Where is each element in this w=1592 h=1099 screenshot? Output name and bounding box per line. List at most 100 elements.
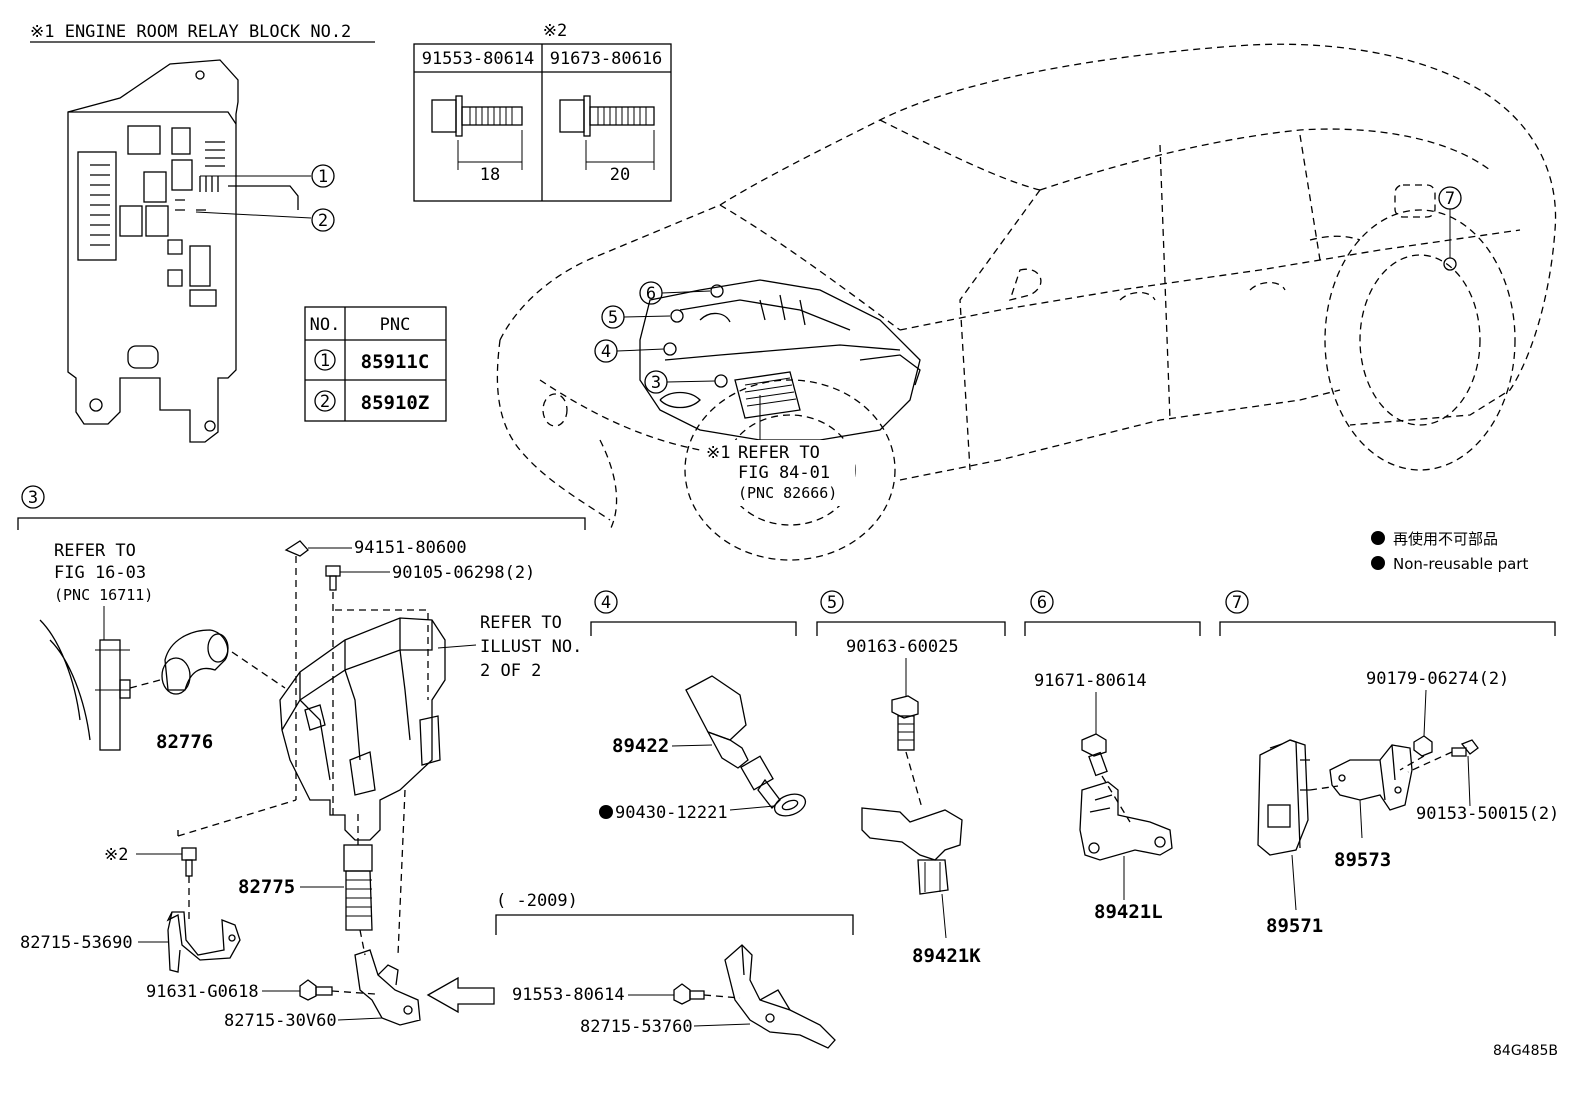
part-90105: 90105-06298(2) <box>392 563 535 583</box>
callout-2-leader <box>195 211 312 219</box>
bolt-length-18: 18 <box>480 165 500 185</box>
bracket-82715-53760-drawing <box>724 944 836 1049</box>
part-89421l: 89421L <box>1094 901 1163 923</box>
bolt-mark-2 <box>136 847 197 920</box>
svg-text:5: 5 <box>608 308 618 328</box>
svg-text:3: 3 <box>651 373 661 393</box>
bolt-90105 <box>325 565 390 591</box>
legend-dot-2 <box>1371 556 1385 570</box>
nut-90179 <box>1399 735 1433 771</box>
part-90153: 90153-50015(2) <box>1416 804 1559 824</box>
section-7: 7 90179-06274(2) 90153-50015(2) 89573 <box>1219 590 1559 937</box>
part-94151: 94151-80600 <box>354 538 467 558</box>
bolt-91671 <box>1081 733 1131 823</box>
svg-text:6: 6 <box>646 284 656 304</box>
sensor-89421l-drawing <box>1079 781 1173 861</box>
section-5-callout: 5 <box>827 593 837 613</box>
callout-1: 1 <box>311 164 335 188</box>
section-4: 4 89422 90430-12221 <box>590 590 807 823</box>
part-89422: 89422 <box>612 735 669 757</box>
bolt-20-drawing <box>559 95 655 170</box>
nut-94151 <box>284 540 352 557</box>
s3-refer-left-3: (PNC 16711) <box>54 586 153 604</box>
legend-item-en: Non-reusable part <box>1393 555 1528 573</box>
ecu-89571-drawing <box>1257 739 1339 856</box>
relay-block-housing <box>279 609 446 841</box>
bolt-length-20: 20 <box>610 165 630 185</box>
bolt-18-drawing <box>431 95 523 170</box>
section-3-callout: 3 <box>28 488 38 508</box>
relay-block-title: ※1 ENGINE ROOM RELAY BLOCK NO.2 <box>30 22 351 42</box>
mark-2-bolt: ※2 <box>104 845 128 865</box>
section-3-bracket <box>17 517 586 530</box>
car-callout-4: 4 <box>594 339 677 363</box>
bolt-91631 <box>262 979 376 1001</box>
pnc-table: NO. PNC 1 85911C 2 85910Z <box>304 306 447 422</box>
range-bracket <box>495 914 854 935</box>
car-callout-7: 7 <box>1438 186 1462 271</box>
bolt-table-part-1: 91553-80614 <box>422 49 535 69</box>
figure-code: 84G485B <box>1493 1043 1558 1059</box>
section-7-callout: 7 <box>1232 593 1242 613</box>
car-callout-5: 5 <box>601 305 684 329</box>
legend-item-jp: 再使用不可部品 <box>1393 530 1498 548</box>
s3-refer-right-1: REFER TO <box>480 613 562 633</box>
car-drawing: 6 5 4 3 7 ※1 RE <box>496 43 1557 561</box>
bracket-82715-53690-drawing <box>166 911 241 973</box>
bracket-89573-drawing <box>1329 744 1413 811</box>
car-callout-3: 3 <box>644 370 728 394</box>
pnc-row-2-pnc: 85910Z <box>361 392 430 414</box>
s3-refer-left-1: REFER TO <box>54 541 136 561</box>
svg-text:7: 7 <box>1445 189 1455 209</box>
section-6-callout: 6 <box>1037 593 1047 613</box>
part-91671: 91671-80614 <box>1034 671 1147 691</box>
part-82715-53690: 82715-53690 <box>20 933 133 953</box>
legend-dot-1 <box>1371 531 1385 545</box>
s3-refer-right-2: ILLUST NO. <box>480 637 582 657</box>
part-82775-drawing <box>343 789 406 956</box>
bolt-91553 <box>628 983 741 1005</box>
car-refer-line-2: FIG 84-01 <box>738 463 830 483</box>
part-90179: 90179-06274(2) <box>1366 669 1509 689</box>
svg-text:4: 4 <box>601 342 611 362</box>
car-refer-line-1: REFER TO <box>738 443 820 463</box>
part-89421k: 89421K <box>912 945 981 967</box>
bolt-90163 <box>891 695 923 809</box>
part-82715-30v60: 82715-30V60 <box>224 1011 337 1031</box>
pnc-header-pnc: PNC <box>380 315 411 335</box>
bolt-90153 <box>1407 739 1479 807</box>
relay-block-drawing <box>67 59 299 443</box>
section-6: 6 91671-80614 89421L <box>1024 590 1201 923</box>
part-82775: 82775 <box>238 876 295 898</box>
non-reusable-dot-90430 <box>599 805 613 819</box>
sensor-89422-drawing <box>685 675 807 817</box>
pnc-row-2-no: 2 <box>320 392 330 412</box>
duct-82776 <box>129 629 286 695</box>
car-refer-mark: ※1 <box>706 443 730 463</box>
section-3-callout-circle <box>21 485 45 509</box>
pnc-row-1-no: 1 <box>320 351 330 371</box>
svg-text:1: 1 <box>318 167 328 187</box>
radiator-fragment <box>39 619 131 751</box>
part-91553: 91553-80614 <box>512 985 625 1005</box>
svg-text:2: 2 <box>318 211 328 231</box>
pnc-header-no: NO. <box>310 315 341 335</box>
hollow-arrow <box>426 976 495 1014</box>
callout-2: 2 <box>311 208 335 232</box>
part-90163: 90163-60025 <box>846 637 959 657</box>
legend: 再使用不可部品 Non-reusable part <box>1371 530 1528 573</box>
section-4-callout: 4 <box>601 593 611 613</box>
range-label: ( -2009) <box>496 891 578 911</box>
car-callout-6: 6 <box>639 281 724 305</box>
bolt-spec-table: ※2 91553-80614 91673-80616 18 20 <box>413 21 672 202</box>
part-90430: 90430-12221 <box>615 803 728 823</box>
relay-block-section: ※1 ENGINE ROOM RELAY BLOCK NO.2 <box>30 22 375 443</box>
pnc-row-1-pnc: 85911C <box>361 351 430 373</box>
part-91631: 91631-G0618 <box>146 982 259 1002</box>
car-refer-line-3: (PNC 82666) <box>738 484 837 502</box>
part-82715-53760: 82715-53760 <box>580 1017 693 1037</box>
s3-refer-right-3: 2 OF 2 <box>480 661 541 681</box>
sensor-89421k-drawing <box>861 807 963 895</box>
section-5: 5 90163-60025 89421K <box>816 590 1006 967</box>
